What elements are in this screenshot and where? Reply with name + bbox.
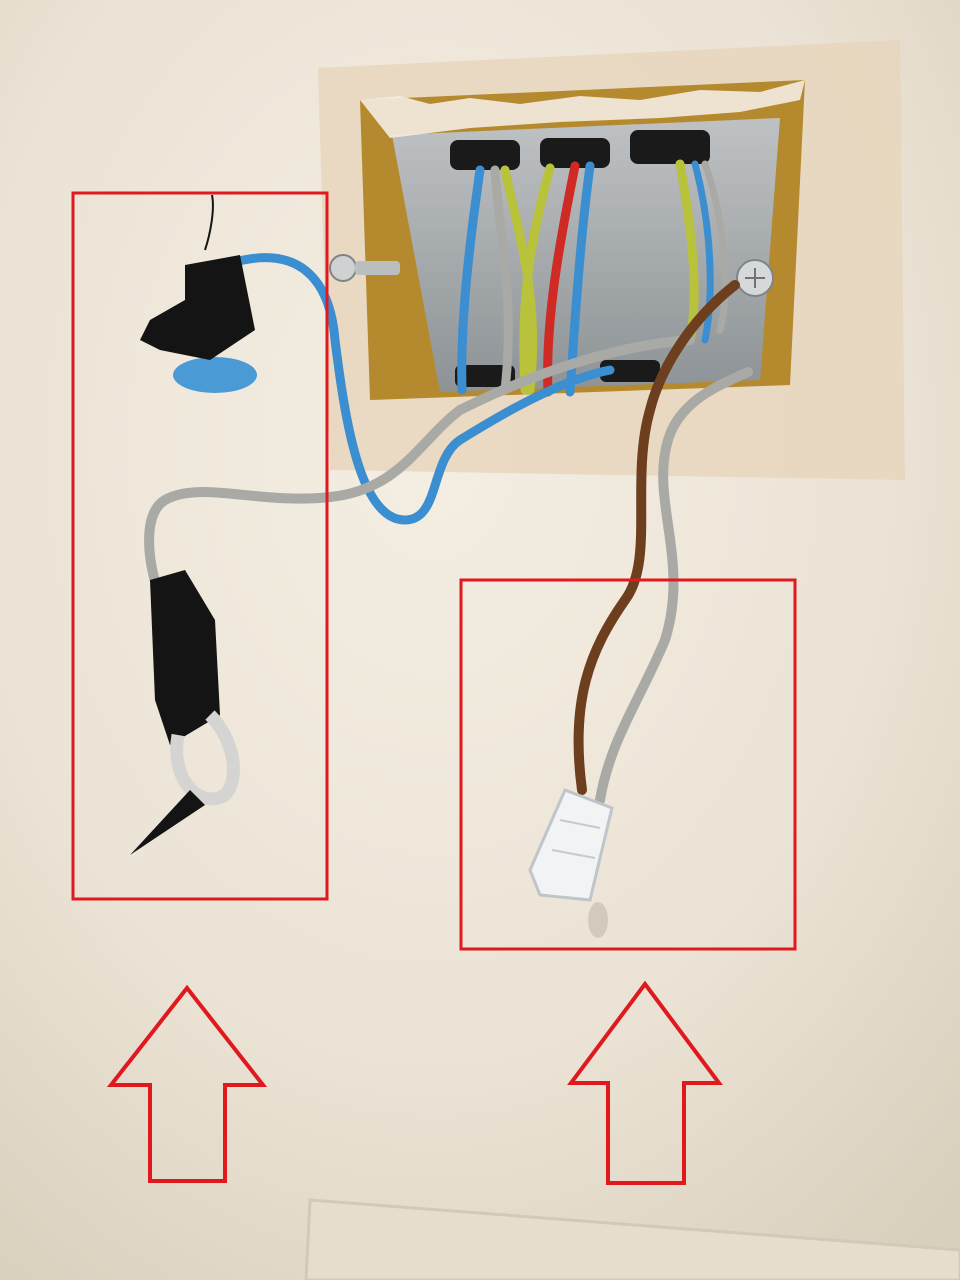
exiting-wires [144,253,753,805]
brown-wire [573,280,740,795]
annotation-box-left [71,191,329,901]
taped-grey-wire-end [130,570,240,855]
annotation-box-right [459,578,797,951]
plaster-edge [360,80,805,138]
cabinet-top [304,1198,960,1280]
taped-blue-wire-end [140,194,257,393]
blue-wire [230,253,615,525]
screw-left [329,254,400,282]
terminal-blocks [450,130,710,387]
arrow-up-right-icon [567,980,723,1185]
wire-connector [528,788,614,938]
grey-wire-right [595,367,753,805]
screw-right [736,259,774,297]
arrow-up-left-icon [106,984,268,1183]
grey-wire-left [144,335,695,595]
